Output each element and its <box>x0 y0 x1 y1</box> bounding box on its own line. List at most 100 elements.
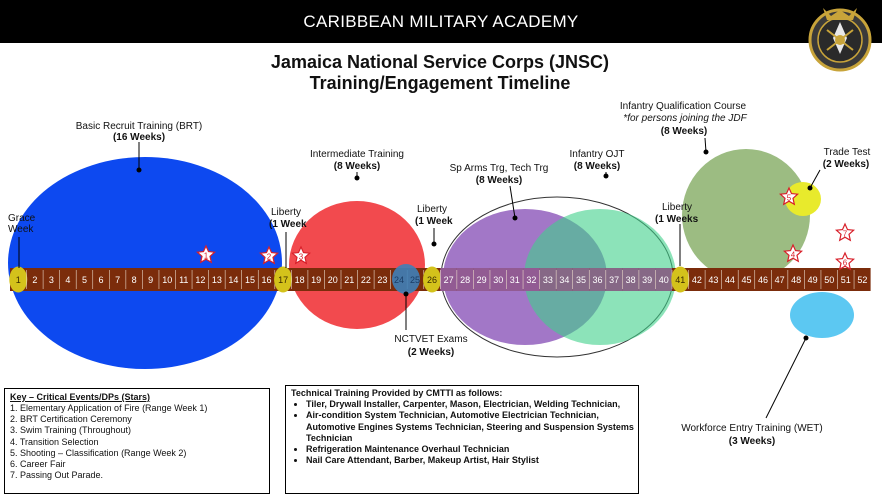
intermediate-phase-ellipse <box>289 201 425 329</box>
week-6-label: 6 <box>99 275 104 285</box>
week-27-label: 27 <box>444 275 454 285</box>
week-2-label: 2 <box>32 275 37 285</box>
week-overlay <box>556 268 573 291</box>
iqc-phase-ellipse <box>682 149 810 281</box>
title-line-1: Jamaica National Service Corps (JNSC) <box>270 52 610 72</box>
event-star-1 <box>195 244 217 264</box>
wet-phase-ellipse <box>790 292 854 338</box>
week-overlay <box>440 268 457 291</box>
infantry-ojt-duration: (8 Weeks) <box>574 161 621 172</box>
week-14-label: 14 <box>228 275 238 285</box>
week-overlay <box>539 268 557 291</box>
week-12-label: 12 <box>195 275 205 285</box>
nctvet-exams-ellipse <box>392 264 420 294</box>
week-overlay <box>589 268 606 291</box>
liberty-2-duration: (1 Week <box>415 216 453 227</box>
event-star-4 <box>782 243 804 263</box>
week-22-label: 22 <box>361 275 371 285</box>
week-49-label: 49 <box>808 275 818 285</box>
event-star-7-label: 7 <box>843 230 848 239</box>
grace-week-label-2: Week <box>8 224 34 235</box>
week-38-label: 38 <box>626 275 636 285</box>
liberty-3-duration: (1 Weeks <box>655 214 699 225</box>
week-52-label: 52 <box>857 275 867 285</box>
event-star-5 <box>778 186 800 206</box>
week-41-label: 41 <box>675 275 685 285</box>
key-item: 6. Career Fair <box>10 459 66 470</box>
week-42-label: 42 <box>692 275 702 285</box>
key-item: 3. Swim Training (Throughout) <box>10 425 132 436</box>
leader-dots <box>136 149 813 341</box>
event-star-3 <box>290 245 312 265</box>
key-heading: Key – Critical Events/DPs (Stars) <box>10 392 151 402</box>
trade-test-duration: (2 Weeks) <box>823 159 870 170</box>
key-item: 7. Passing Out Parade. <box>10 470 104 481</box>
liberty-3-label: Liberty <box>662 202 692 213</box>
week-40-label: 40 <box>659 275 669 285</box>
week-35-label: 35 <box>576 275 586 285</box>
event-star-1-label: 1 <box>204 252 209 261</box>
week-18-label: 18 <box>295 275 305 285</box>
intermediate-duration: (8 Weeks) <box>334 161 381 172</box>
event-star-5-label: 5 <box>787 194 792 203</box>
week-overlay <box>456 268 474 291</box>
event-star-2 <box>258 245 280 265</box>
page-title: Jamaica National Service Corps (JNSC) Tr… <box>180 52 700 94</box>
week-17-label: 17 <box>278 275 288 285</box>
week-19-label: 19 <box>311 275 321 285</box>
technical-item: Nail Care Attendant, Barber, Makeup Arti… <box>306 455 638 466</box>
key-item: 4. Transition Selection <box>10 436 99 447</box>
event-star-2-label: 2 <box>267 253 272 262</box>
technical-list: Tiler, Drywall Installer, Carpenter, Mas… <box>286 399 638 467</box>
highlighted-week-marker <box>274 266 293 293</box>
liberty-1-duration: (1 Week <box>269 219 307 230</box>
event-star-6-label: 6 <box>843 259 848 268</box>
highlighted-week-marker <box>423 266 442 293</box>
week-4-label: 4 <box>65 275 70 285</box>
key-item: 1. Elementary Application of Fire (Range… <box>10 403 208 413</box>
event-star-4-label: 4 <box>791 251 796 260</box>
week-43-label: 43 <box>708 275 718 285</box>
week-21-label: 21 <box>344 275 354 285</box>
key-list: 1. Elementary Application of Fire (Range… <box>5 403 269 481</box>
week-23-label: 23 <box>377 275 387 285</box>
critical-events-key: Key – Critical Events/DPs (Stars) 1. Ele… <box>4 388 270 494</box>
nctvet-label: NCTVET Exams <box>394 334 467 345</box>
highlighted-week-marker <box>9 266 28 293</box>
week-28-label: 28 <box>460 275 470 285</box>
week-overlay <box>638 268 656 291</box>
week-33-label: 33 <box>543 275 553 285</box>
week-10-label: 10 <box>162 275 172 285</box>
week-overlay <box>489 268 507 291</box>
iqc-note: *for persons joining the JDF <box>623 113 747 124</box>
week-45-label: 45 <box>741 275 751 285</box>
technical-item: Refrigeration Maintenance Overhaul Techn… <box>306 444 638 455</box>
week-44-label: 44 <box>725 275 735 285</box>
brt-phase-ellipse <box>8 157 282 369</box>
week-25-label: 25 <box>410 275 420 285</box>
sp-arms-duration: (8 Weeks) <box>476 175 523 186</box>
grace-week-label: Grace <box>8 213 36 224</box>
brt-label: Basic Recruit Training (BRT) <box>76 121 203 132</box>
academy-crest-logo <box>808 8 872 72</box>
event-star-7 <box>834 222 856 242</box>
liberty-2-label: Liberty <box>417 204 447 215</box>
brt-duration: (16 Weeks) <box>113 132 165 143</box>
week-48-label: 48 <box>791 275 801 285</box>
nctvet-duration: (2 Weeks) <box>408 347 455 358</box>
week-51-label: 51 <box>841 275 851 285</box>
trade-test-ellipse <box>785 182 821 216</box>
week-overlay <box>572 268 590 291</box>
week-29-label: 29 <box>477 275 487 285</box>
intermediate-label: Intermediate Training <box>310 149 404 160</box>
iqc-label: Infantry Qualification Course <box>620 101 747 112</box>
week-3-label: 3 <box>49 275 54 285</box>
week-37-label: 37 <box>609 275 619 285</box>
key-item: 2. BRT Certification Ceremony <box>10 414 132 425</box>
week-9-label: 9 <box>148 275 153 285</box>
header-bar <box>0 0 882 43</box>
highlighted-week-marker <box>671 266 690 293</box>
week-39-label: 39 <box>642 275 652 285</box>
week-24-label: 24 <box>394 275 404 285</box>
